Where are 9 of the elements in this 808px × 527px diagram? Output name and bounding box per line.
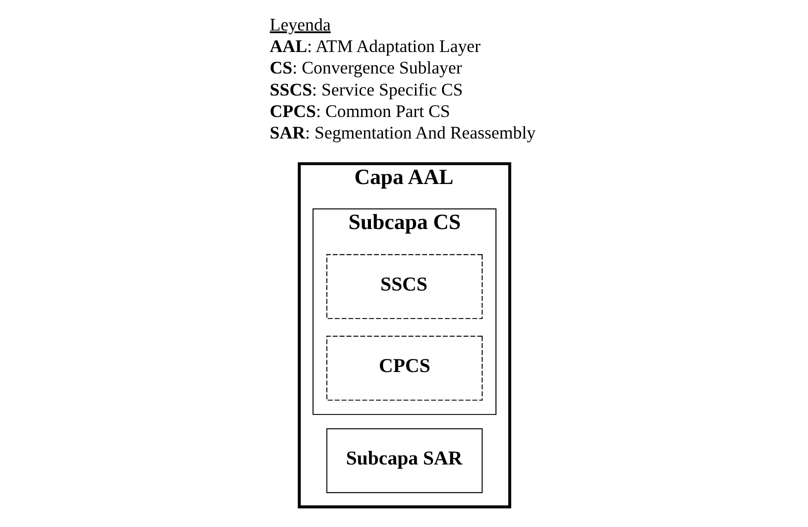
node-box: CPCS bbox=[326, 336, 482, 401]
node-box: SSCS bbox=[326, 254, 482, 320]
label: AAL: ATM Adaptation Layer bbox=[269, 36, 480, 56]
label: SSCS: Service Specific CS bbox=[269, 79, 462, 100]
label: Leyenda bbox=[269, 14, 330, 34]
node-box: Subcapa SAR bbox=[326, 428, 482, 494]
label: CS: Convergence Sublayer bbox=[269, 58, 462, 78]
label: CPCS: Common Part CS bbox=[269, 100, 450, 121]
label: SAR: Segmentation And Reassembly bbox=[269, 122, 536, 143]
